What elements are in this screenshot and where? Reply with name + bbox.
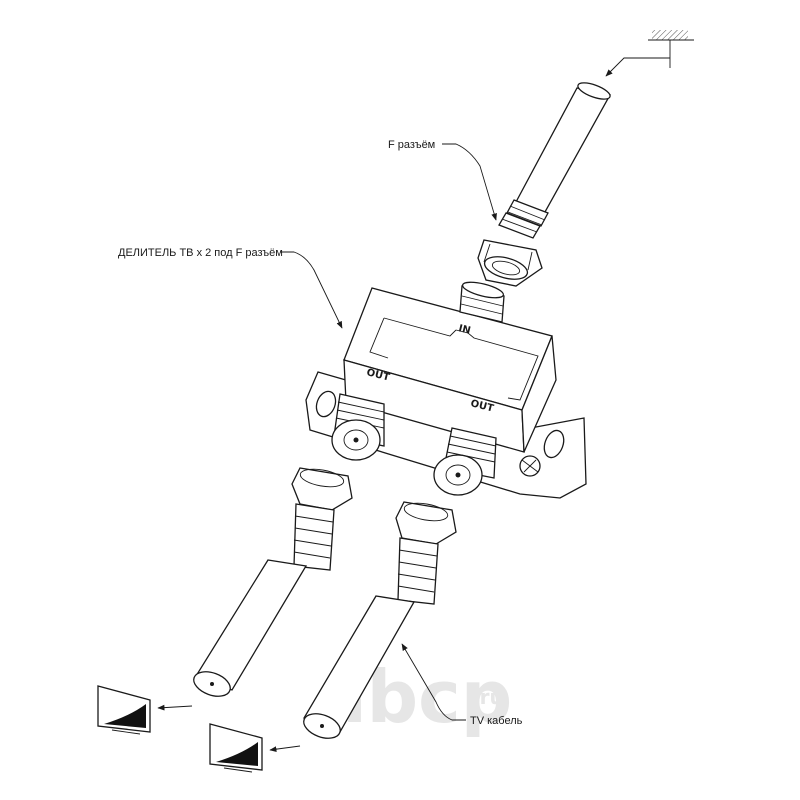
port-label-in: IN [457,323,471,337]
antenna-icon [648,30,694,68]
label-splitter: ДЕЛИТЕЛЬ ТВ х 2 под F разъём [118,247,283,259]
out-port-right [433,427,497,496]
label-f-connector: F разъём [388,139,435,151]
input-cable-ribs [498,199,549,239]
callout-leader-splitter [280,251,343,329]
watermark-suffix: .ru [472,685,504,709]
tv-icon [209,723,263,773]
tv-icon [97,685,151,735]
input-cable [498,82,611,239]
output-cable-right [303,501,457,739]
tv-arrow [157,704,193,711]
label-tv-cable: TV кабель [470,715,523,727]
tv-arrow [269,745,301,752]
callout-leader-f-connector [442,143,497,221]
callout-leader-tv-cable [401,643,466,721]
f-connector-nut [477,239,543,287]
output-cable-left [193,467,353,697]
out-port-left [331,393,385,461]
antenna-pointer [605,57,670,77]
